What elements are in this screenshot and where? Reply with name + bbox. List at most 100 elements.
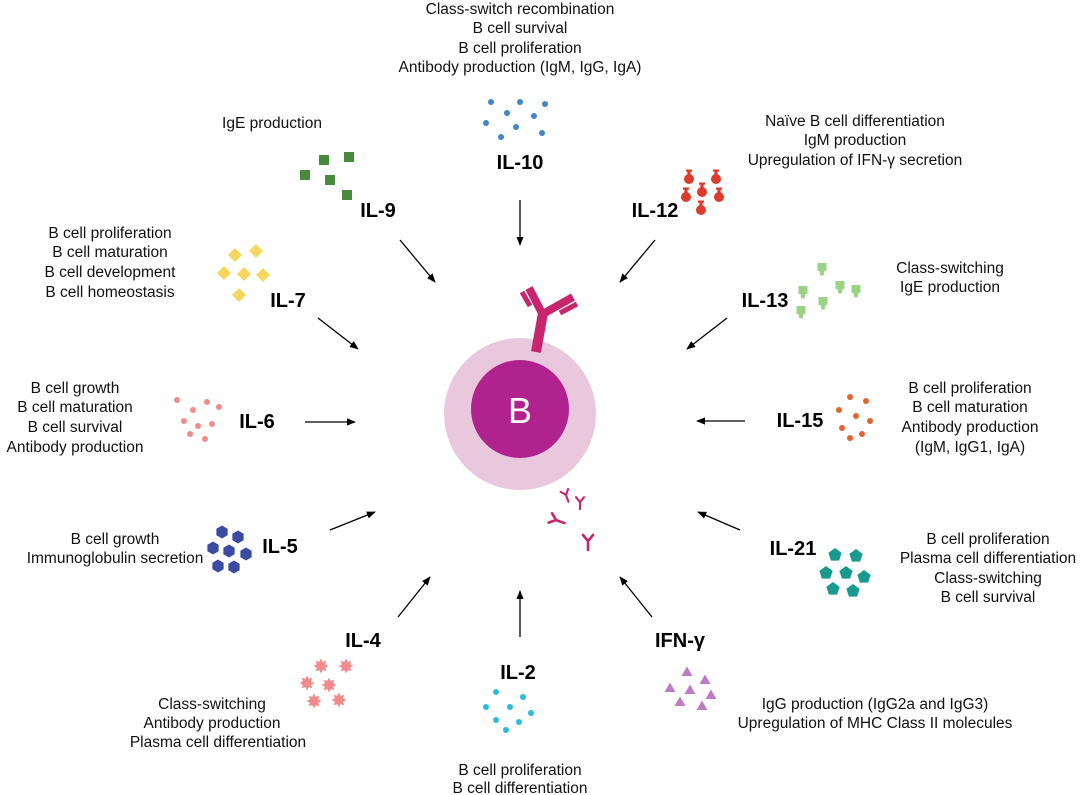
il12-molecule-icon (696, 200, 706, 215)
il12-arrow (619, 239, 656, 283)
il21-molecule-icon (828, 548, 842, 561)
il21-molecule-icon (826, 582, 840, 595)
il13-molecule-icon (798, 286, 808, 299)
il6-effect: B cell survival (28, 419, 123, 436)
ifng-molecule-icon (699, 674, 711, 684)
il12-effect: IgM production (804, 132, 907, 149)
il10-molecule-icon (539, 130, 545, 136)
il6-effect: B cell growth (31, 380, 120, 397)
il4-molecule-icon (321, 677, 337, 693)
il7-arrow (317, 317, 359, 350)
il6-label: IL-6 (239, 411, 275, 433)
il5-arrow (329, 511, 376, 531)
il4-molecules (299, 658, 354, 709)
il9-molecules (300, 152, 354, 200)
il4-effect: Class-switching (158, 696, 266, 713)
ifng-group: IFN-γ IgG production (IgG2a and IgG3) Up… (655, 630, 1013, 732)
il5-label: IL-5 (262, 536, 298, 558)
il21-molecules (819, 548, 871, 597)
il9-molecule-icon (325, 175, 335, 185)
b-cell-receptor-antibody-icon (519, 286, 579, 353)
il4-label: IL-4 (345, 630, 381, 652)
antibody-light-chain-left (519, 290, 533, 308)
il7-molecule-icon (237, 267, 251, 281)
il13-effect: IgE production (900, 279, 1000, 296)
il15-group: B cell proliferation B cell maturation A… (777, 380, 1039, 456)
il15-effect: Antibody production (901, 419, 1038, 436)
il7-group: B cell proliferation B cell maturation B… (45, 225, 306, 312)
b-cell: B (444, 338, 596, 490)
il15-molecule-icon (853, 413, 859, 419)
il10-effect: B cell survival (473, 20, 568, 37)
il9-molecule-icon (300, 170, 310, 180)
il15-molecule-icon (836, 407, 842, 413)
il2-label: IL-2 (500, 662, 536, 684)
il7-effect: B cell maturation (52, 244, 167, 261)
il9-effect: IgE production (222, 115, 322, 132)
il7-effect: B cell proliferation (48, 225, 171, 242)
antibody-light-chain-right (558, 301, 579, 316)
secreted-antibody-icon (581, 533, 595, 552)
arrows (305, 200, 745, 637)
il4-molecule-icon (331, 692, 347, 708)
il4-effect: Plasma cell differentiation (130, 734, 306, 751)
il15-molecule-icon (839, 425, 845, 431)
il21-molecule-icon (819, 566, 833, 579)
il12-label: IL-12 (632, 200, 679, 222)
il7-label: IL-7 (270, 290, 306, 312)
il13-molecules (796, 263, 861, 319)
il4-group: IL-4 Class-switching Antibody production… (130, 630, 382, 751)
b-cell-label: B (508, 390, 532, 431)
il5-molecule-icon (223, 544, 235, 558)
il13-molecule-icon (796, 306, 806, 319)
il2-group: IL-2 B cell proliferation B cell differe… (453, 662, 588, 795)
il5-effect: Immunoglobulin secretion (27, 550, 204, 567)
il6-effect: Antibody production (6, 439, 143, 456)
il10-effect: B cell proliferation (458, 40, 581, 57)
il9-molecule-icon (344, 152, 354, 162)
il21-effect: Class-switching (934, 570, 1042, 587)
il7-molecule-icon (256, 268, 270, 282)
il12-molecule-icon (697, 182, 707, 197)
il15-molecule-icon (859, 431, 865, 437)
il7-effect: B cell development (45, 264, 177, 281)
il9-label: IL-9 (360, 200, 396, 222)
il9-arrow (399, 239, 436, 283)
antibody-stem (531, 312, 548, 353)
il12-molecule-icon (684, 169, 694, 184)
ifng-effect: Upregulation of MHC Class II molecules (738, 715, 1013, 732)
il7-molecule-icon (249, 244, 263, 258)
il6-effect: B cell maturation (17, 399, 132, 416)
il21-arrow (697, 511, 741, 531)
ifng-arrow (619, 576, 653, 618)
il5-molecule-icon (240, 547, 252, 561)
il13-label: IL-13 (742, 290, 789, 312)
il2-effect: B cell proliferation (458, 762, 581, 779)
il5-molecule-icon (232, 530, 244, 544)
il21-group: B cell proliferation Plasma cell differe… (770, 531, 1077, 606)
ifng-effect: IgG production (IgG2a and IgG3) (762, 696, 989, 713)
il10-effect: Antibody production (IgM, IgG, IgA) (399, 59, 642, 76)
ifng-molecule-icon (705, 689, 717, 699)
ifng-molecule-icon (684, 684, 696, 694)
il10-molecules (483, 99, 548, 140)
il21-molecule-icon (857, 570, 871, 583)
il7-molecule-icon (217, 266, 231, 280)
il15-molecule-icon (867, 418, 873, 424)
ifng-molecule-icon (664, 682, 676, 692)
il4-molecule-icon (299, 675, 315, 691)
il21-molecule-icon (839, 566, 853, 579)
il2-molecules (483, 689, 534, 733)
il2-molecule-icon (493, 689, 499, 695)
il13-molecule-icon (835, 281, 845, 294)
il21-effect: Plasma cell differentiation (900, 550, 1076, 567)
il7-molecule-icon (228, 248, 242, 262)
il2-molecule-icon (507, 704, 513, 710)
il12-effect: Naïve B cell differentiation (765, 113, 945, 130)
il10-effect: Class-switch recombination (426, 1, 615, 18)
il13-molecule-icon (851, 285, 861, 298)
il15-effect: B cell maturation (912, 399, 1027, 416)
il10-molecule-icon (488, 99, 494, 105)
il15-label: IL-15 (777, 410, 824, 432)
